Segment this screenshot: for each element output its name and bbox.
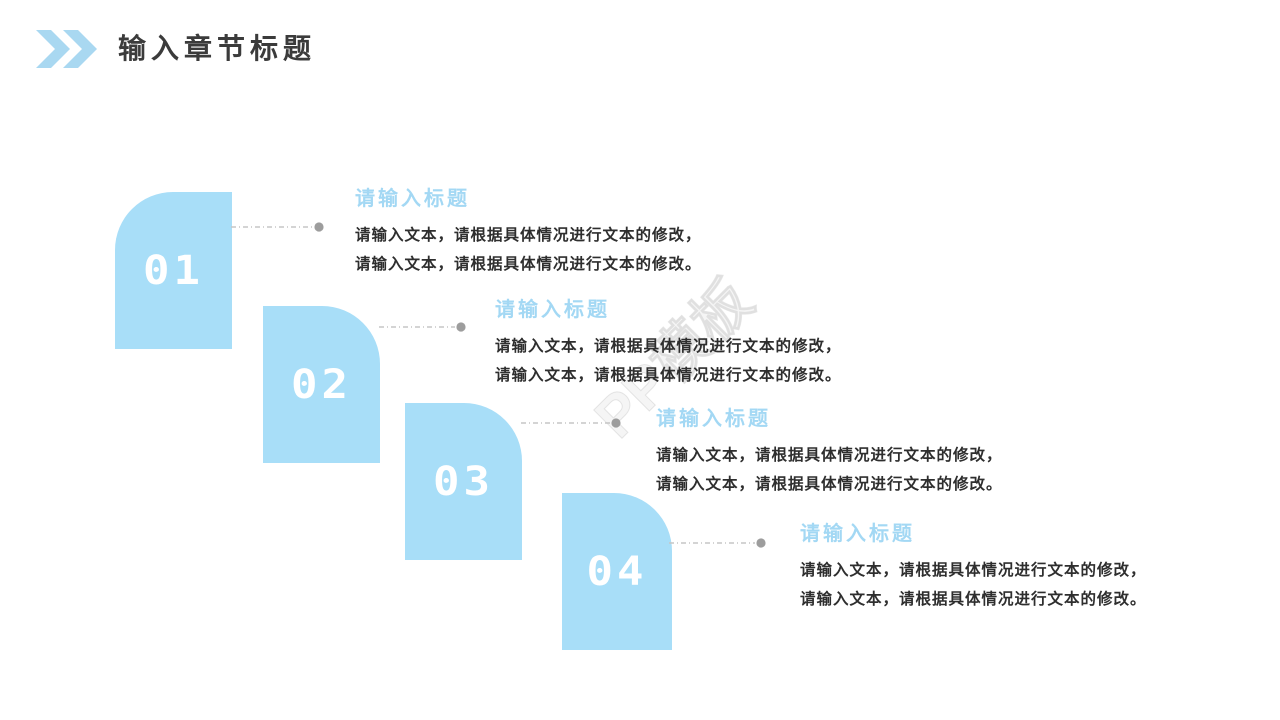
slide-header: 输入章节标题	[36, 30, 316, 68]
step-card-2: 02	[263, 306, 380, 463]
step-title: 请输入标题	[800, 523, 915, 545]
step-card-1: 01	[115, 192, 232, 349]
step-body-line2: 请输入文本，请根据具体情况进行文本的修改。	[656, 475, 1003, 493]
step-text-4: 请输入标题 请输入文本，请根据具体情况进行文本的修改， 请输入文本，请根据具体情…	[800, 517, 1147, 614]
step-body: 请输入文本，请根据具体情况进行文本的修改， 请输入文本，请根据具体情况进行文本的…	[495, 333, 842, 390]
step-text-2: 请输入标题 请输入文本，请根据具体情况进行文本的修改， 请输入文本，请根据具体情…	[495, 293, 842, 390]
step-card-4: 04	[562, 493, 672, 650]
step-body-line2: 请输入文本，请根据具体情况进行文本的修改。	[800, 590, 1147, 608]
step-card-3: 03	[405, 403, 522, 560]
step-body-line1: 请输入文本，请根据具体情况进行文本的修改，	[495, 338, 842, 355]
step-body-line2: 请输入文本，请根据具体情况进行文本的修改。	[355, 255, 702, 273]
step-body: 请输入文本，请根据具体情况进行文本的修改， 请输入文本，请根据具体情况进行文本的…	[656, 442, 1003, 499]
step-body-line1: 请输入文本，请根据具体情况进行文本的修改，	[355, 227, 702, 244]
step-title: 请输入标题	[495, 299, 610, 321]
step-number: 02	[291, 361, 352, 408]
step-text-3: 请输入标题 请输入文本，请根据具体情况进行文本的修改， 请输入文本，请根据具体情…	[656, 402, 1003, 499]
step-text-1: 请输入标题 请输入文本，请根据具体情况进行文本的修改， 请输入文本，请根据具体情…	[355, 182, 702, 279]
connector-dot	[456, 322, 466, 332]
step-body: 请输入文本，请根据具体情况进行文本的修改， 请输入文本，请根据具体情况进行文本的…	[355, 222, 702, 279]
connector-line-4	[669, 538, 766, 548]
step-number: 04	[586, 548, 648, 595]
step-body-line1: 请输入文本，请根据具体情况进行文本的修改，	[800, 562, 1147, 579]
step-title: 请输入标题	[355, 188, 470, 210]
step-number: 03	[433, 458, 494, 505]
connector-line-1	[231, 222, 324, 232]
page-title: 输入章节标题	[118, 33, 317, 64]
step-title: 请输入标题	[656, 408, 771, 430]
step-body-line2: 请输入文本，请根据具体情况进行文本的修改。	[495, 366, 842, 384]
connector-dot	[756, 538, 766, 548]
connector-line-2	[379, 322, 466, 332]
double-chevron-icon	[36, 30, 97, 68]
connector-line-3	[521, 418, 621, 428]
connector-dot	[314, 222, 324, 232]
step-body: 请输入文本，请根据具体情况进行文本的修改， 请输入文本，请根据具体情况进行文本的…	[800, 557, 1147, 614]
step-body-line1: 请输入文本，请根据具体情况进行文本的修改，	[656, 447, 1003, 464]
connector-dot	[611, 418, 621, 428]
step-number: 01	[143, 247, 204, 294]
